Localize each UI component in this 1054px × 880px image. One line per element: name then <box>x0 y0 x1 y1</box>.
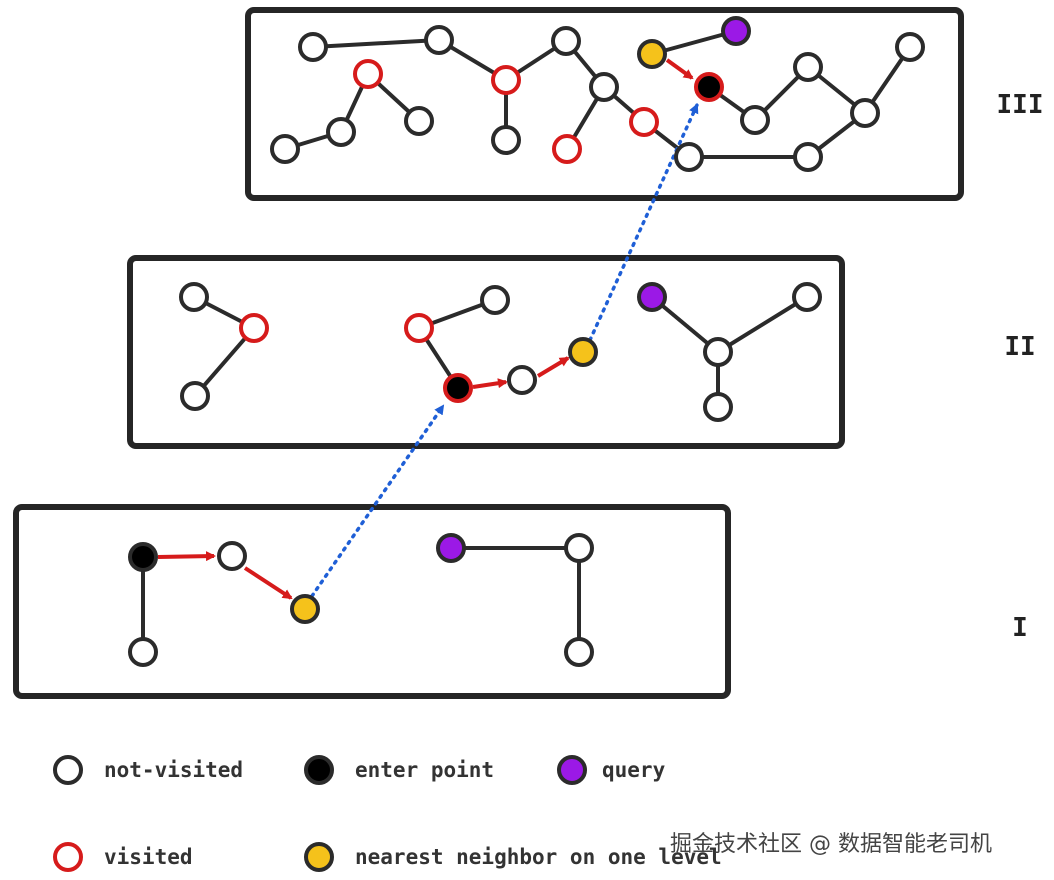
node-enter-point <box>443 373 473 403</box>
graph-edge <box>716 295 809 354</box>
node-not-visited <box>792 282 822 312</box>
legend-visited-swatch <box>53 842 83 872</box>
node-query <box>637 282 667 312</box>
node-not-visited <box>674 142 704 172</box>
graph-edge <box>193 326 256 398</box>
node-not-visited <box>298 32 328 62</box>
node-not-visited <box>850 98 880 128</box>
node-visited <box>491 65 521 95</box>
level-jump-arrow <box>588 103 699 342</box>
node-not-visited <box>179 282 209 312</box>
node-not-visited <box>404 106 434 136</box>
level-ii-nodes <box>179 282 822 422</box>
node-not-visited <box>564 533 594 563</box>
node-visited <box>239 313 269 343</box>
node-query <box>721 16 751 46</box>
level-ii-label: II <box>1004 332 1035 362</box>
node-not-visited <box>895 32 925 62</box>
step-arrow <box>665 58 694 80</box>
step-arrow <box>157 551 216 562</box>
search-step-arrows <box>157 58 694 600</box>
node-not-visited <box>507 365 537 395</box>
node-not-visited <box>589 72 619 102</box>
legend-not-visited-swatch <box>53 755 83 785</box>
node-not-visited <box>793 142 823 172</box>
level-jump-arrow <box>310 404 445 598</box>
legend-enter-point-swatch <box>304 755 334 785</box>
node-nearest <box>637 39 667 69</box>
node-nearest <box>290 594 320 624</box>
node-query <box>436 533 466 563</box>
level-i-label: I <box>1012 613 1028 643</box>
legend-query-label: query <box>602 758 666 782</box>
step-arrow <box>536 356 570 378</box>
node-not-visited <box>180 381 210 411</box>
node-not-visited <box>703 337 733 367</box>
legend: not-visited enter point query visited ne… <box>53 755 722 872</box>
graph-edge <box>311 38 441 49</box>
level-jump-arrows <box>310 103 699 598</box>
node-enter-point <box>694 72 724 102</box>
legend-enter-point-label: enter point <box>355 758 494 782</box>
node-not-visited <box>740 105 770 135</box>
node-not-visited <box>491 125 521 155</box>
legend-visited-label: visited <box>104 845 193 869</box>
level-i-edges <box>141 546 581 654</box>
node-not-visited <box>793 52 823 82</box>
level-i-frame <box>13 504 731 699</box>
node-not-visited <box>564 637 594 667</box>
node-nearest <box>568 337 598 367</box>
step-arrow <box>243 566 293 600</box>
legend-not-visited-label: not-visited <box>104 758 243 782</box>
node-not-visited <box>217 541 247 571</box>
node-not-visited <box>480 285 510 315</box>
level-iii-nodes <box>270 16 925 172</box>
node-visited <box>629 107 659 137</box>
node-not-visited <box>551 26 581 56</box>
node-not-visited <box>326 117 356 147</box>
level-iii-label: III <box>997 90 1044 120</box>
node-not-visited <box>270 134 300 164</box>
node-not-visited <box>128 637 158 667</box>
node-not-visited <box>703 392 733 422</box>
node-not-visited <box>424 25 454 55</box>
level-iii-frame <box>245 7 964 201</box>
node-visited <box>353 59 383 89</box>
legend-query-swatch <box>557 755 587 785</box>
watermark-text: 掘金技术社区 @ 数据智能老司机 <box>670 832 992 857</box>
level-ii-frame <box>127 255 845 449</box>
node-visited <box>404 313 434 343</box>
legend-nearest-label: nearest neighbor on one level <box>355 845 722 869</box>
legend-nearest-swatch <box>304 842 334 872</box>
level-i-nodes <box>128 533 594 667</box>
step-arrow <box>472 378 508 389</box>
node-enter-point <box>128 542 158 572</box>
node-visited <box>552 134 582 164</box>
